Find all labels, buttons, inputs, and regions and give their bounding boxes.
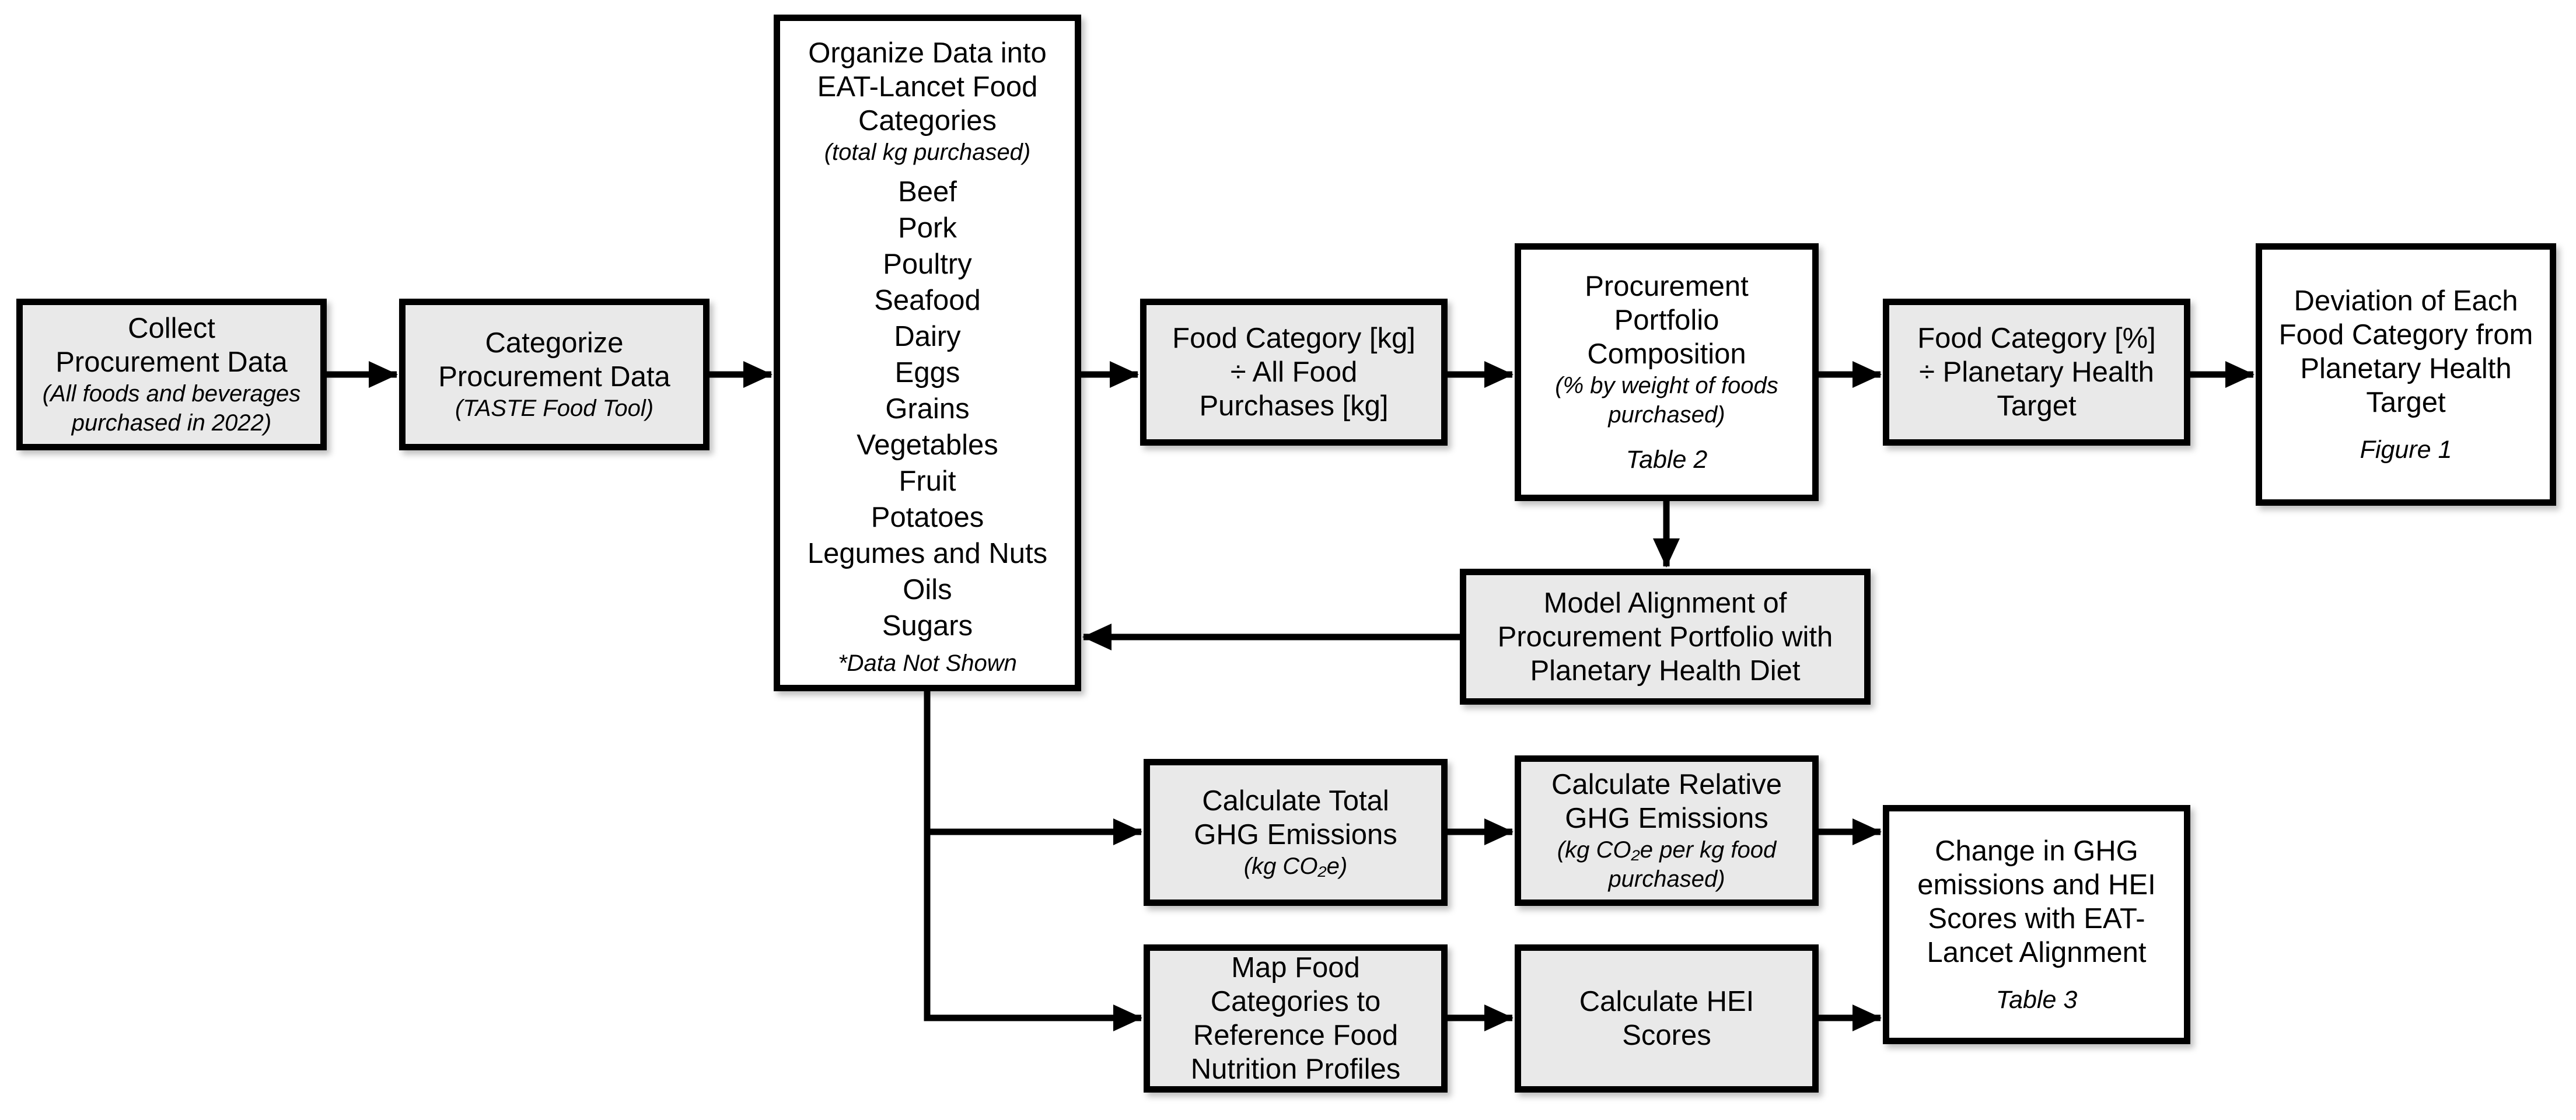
box-model-alignment: Model Alignment of Procurement Portfolio…: [1460, 569, 1871, 705]
box-note: (% by weight of foods purchased): [1555, 373, 1778, 428]
box-note: (kg CO₂e per kg food purchased): [1557, 837, 1777, 892]
box-food-category-kg-division: Food Category [kg] ÷ All Food Purchases …: [1140, 299, 1448, 446]
food-category-item: Pork: [898, 212, 957, 244]
box-title: Calculate Total GHG Emissions: [1194, 785, 1397, 850]
food-category-list: Beef Pork Poultry Seafood Dairy Eggs Gra…: [808, 174, 1047, 644]
food-category-item: Legumes and Nuts: [807, 538, 1048, 569]
box-change-ghg-hei: Change in GHG emissions and HEI Scores w…: [1883, 805, 2190, 1044]
food-category-item: Dairy: [894, 321, 961, 352]
box-note: (total kg purchased): [824, 139, 1031, 165]
food-category-item: Sugars: [882, 610, 973, 642]
box-title: Categorize Procurement Data: [438, 327, 670, 393]
box-note: (TASTE Food Tool): [455, 396, 654, 421]
arrow-organize-to-map-food: [924, 691, 1142, 1031]
food-category-item: Beef: [898, 176, 957, 208]
box-food-category-pct-division: Food Category [%] ÷ Planetary Health Tar…: [1883, 299, 2190, 446]
food-category-item: Seafood: [874, 285, 981, 316]
box-title: Map Food Categories to Reference Food Nu…: [1190, 952, 1401, 1085]
box-reference: Table 2: [1626, 446, 1708, 474]
box-procurement-portfolio-composition: Procurement Portfolio Composition (% by …: [1515, 243, 1819, 501]
box-collect-procurement-data: Collect Procurement Data (All foods and …: [16, 299, 327, 450]
box-categorize-procurement-data: Categorize Procurement Data (TASTE Food …: [399, 299, 709, 450]
box-reference: Table 3: [1995, 986, 2078, 1014]
food-category-item: Potatoes: [871, 502, 984, 533]
box-title: Deviation of Each Food Category from Pla…: [2278, 285, 2533, 418]
food-category-item: Vegetables: [857, 429, 998, 461]
box-footnote: *Data Not Shown: [838, 650, 1017, 676]
food-category-item: Grains: [885, 393, 970, 425]
box-deviation-from-target: Deviation of Each Food Category from Pla…: [2256, 243, 2556, 506]
box-title: Change in GHG emissions and HEI Scores w…: [1917, 835, 2156, 968]
box-calculate-total-ghg: Calculate Total GHG Emissions (kg CO₂e): [1144, 759, 1448, 906]
food-category-item: Oils: [903, 574, 952, 606]
box-title: Calculate HEI Scores: [1579, 986, 1754, 1051]
box-title: Model Alignment of Procurement Portfolio…: [1497, 587, 1833, 687]
box-title: Collect Procurement Data: [55, 313, 288, 378]
box-calculate-relative-ghg: Calculate Relative GHG Emissions (kg CO₂…: [1515, 755, 1819, 906]
box-title: Organize Data into EAT-Lancet Food Categ…: [808, 37, 1047, 136]
box-title: Food Category [kg] ÷ All Food Purchases …: [1172, 323, 1415, 422]
box-reference: Figure 1: [2360, 436, 2452, 464]
food-category-item: Fruit: [899, 466, 956, 497]
box-note: (All foods and beverages purchased in 20…: [42, 381, 301, 436]
box-organize-eat-lancet-categories: Organize Data into EAT-Lancet Food Categ…: [774, 15, 1081, 691]
box-title: Food Category [%] ÷ Planetary Health Tar…: [1917, 323, 2156, 422]
food-category-item: Eggs: [894, 357, 960, 388]
box-calculate-hei-scores: Calculate HEI Scores: [1515, 944, 1819, 1093]
box-note: (kg CO₂e): [1243, 853, 1348, 879]
box-title: Calculate Relative GHG Emissions: [1551, 769, 1782, 834]
box-title: Procurement Portfolio Composition: [1585, 271, 1749, 370]
box-map-food-categories: Map Food Categories to Reference Food Nu…: [1144, 944, 1448, 1093]
food-category-item: Poultry: [883, 249, 972, 280]
